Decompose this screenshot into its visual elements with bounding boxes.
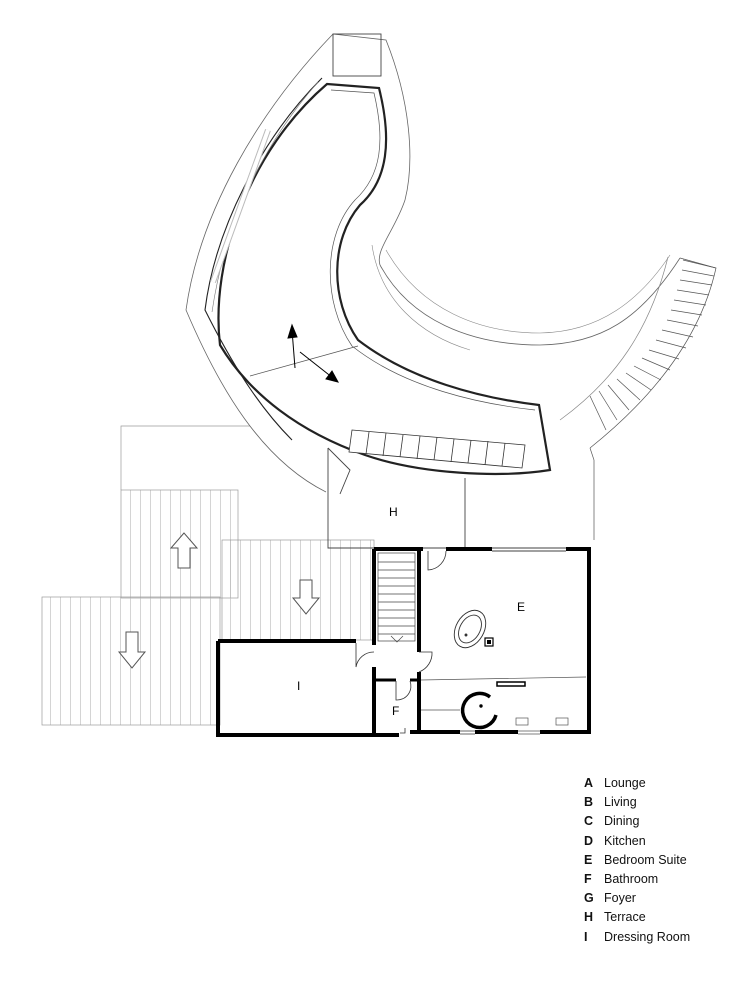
shower-icon	[460, 691, 498, 730]
legend-letter: G	[584, 891, 594, 906]
legend-text: Dressing Room	[604, 929, 691, 944]
dressing-room-walls	[216, 639, 399, 737]
legend-item: C Dining	[584, 814, 724, 833]
window-opening	[492, 547, 566, 552]
room-legend: A Lounge B Living C Dining D Kitchen E B…	[584, 776, 724, 949]
sink-icon	[515, 717, 569, 726]
legend-letter: F	[584, 871, 592, 886]
arrow-up-icon	[169, 532, 199, 569]
curved-wing	[185, 33, 681, 493]
legend-item: F Bathroom	[584, 872, 724, 891]
deck-outline	[120, 425, 250, 490]
legend-text: Lounge	[604, 776, 646, 790]
legend-letter: I	[584, 929, 588, 944]
legend-letter: B	[584, 795, 594, 810]
legend-item: E Bedroom Suite	[584, 853, 724, 872]
legend-letter: E	[584, 852, 593, 867]
legend-text: Kitchen	[604, 833, 646, 848]
bedroom-suite-walls	[372, 547, 591, 734]
direction-arrow-icon	[287, 323, 339, 383]
exterior-stair	[559, 256, 717, 540]
window-strip	[348, 429, 526, 469]
legend-text: Living	[604, 795, 637, 810]
legend-item: B Living	[584, 795, 724, 814]
legend-text: Foyer	[604, 891, 636, 906]
window-opening	[460, 730, 540, 735]
legend-item: H Terrace	[584, 910, 724, 929]
room-label-i: I	[297, 679, 300, 693]
legend-letter: D	[584, 833, 594, 848]
arrow-down-icon	[117, 631, 147, 669]
legend-text: Bathroom	[604, 871, 659, 886]
deck-middle	[221, 539, 375, 641]
room-label-e: E	[517, 600, 525, 614]
bathtub-icon	[453, 609, 487, 649]
legend-text: Terrace	[604, 910, 646, 925]
legend-item: D Kitchen	[584, 834, 724, 853]
interior-stair	[377, 552, 416, 643]
room-label-f: F	[392, 704, 399, 718]
legend-letter: C	[584, 814, 594, 829]
arrow-down-icon	[291, 579, 321, 615]
column-icon	[484, 637, 494, 647]
bathroom-counter	[420, 676, 587, 711]
legend-text: Dining	[604, 814, 640, 829]
door-swing	[355, 550, 447, 734]
legend-item: I Dressing Room	[584, 930, 724, 949]
legend-letter: A	[584, 776, 594, 790]
legend-item: A Lounge	[584, 776, 724, 795]
legend-item: G Foyer	[584, 891, 724, 910]
room-label-h: H	[389, 505, 398, 519]
floor-plan: H E I F	[41, 33, 717, 737]
legend-text: Bedroom Suite	[604, 852, 687, 867]
legend-letter: H	[584, 910, 594, 925]
